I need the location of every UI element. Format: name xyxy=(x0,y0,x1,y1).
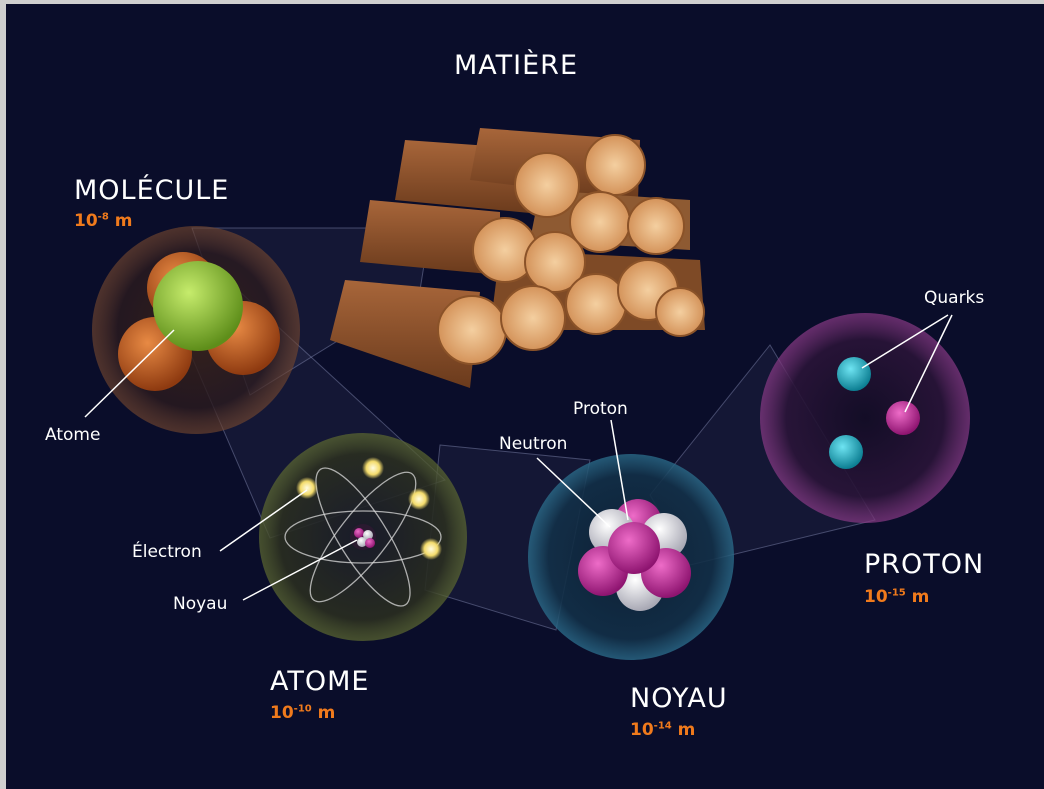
proton-scale: 10-15 m xyxy=(864,587,929,607)
firewood-pile xyxy=(330,128,705,388)
molecule-title: MOLÉCULE xyxy=(74,175,229,206)
noyau-title: NOYAU xyxy=(630,683,728,714)
label-quarks: Quarks xyxy=(924,288,984,308)
label-atome: Atome xyxy=(45,425,100,445)
atome-scale: 10-10 m xyxy=(270,703,335,723)
proton-title: PROTON xyxy=(864,549,984,580)
atome-title: ATOME xyxy=(270,666,369,697)
molecule-scale: 10-8 m xyxy=(74,211,132,231)
label-neutron: Neutron xyxy=(499,434,567,454)
atom-sphere xyxy=(259,433,467,641)
matiere-title: MATIÈRE xyxy=(454,50,578,81)
noyau-scale: 10-14 m xyxy=(630,720,695,740)
nucleus-sphere xyxy=(528,454,734,660)
molecule-sphere xyxy=(92,226,300,434)
label-proton: Proton xyxy=(573,399,628,419)
label-noyau: Noyau xyxy=(173,594,227,614)
label-electron: Électron xyxy=(132,542,202,562)
